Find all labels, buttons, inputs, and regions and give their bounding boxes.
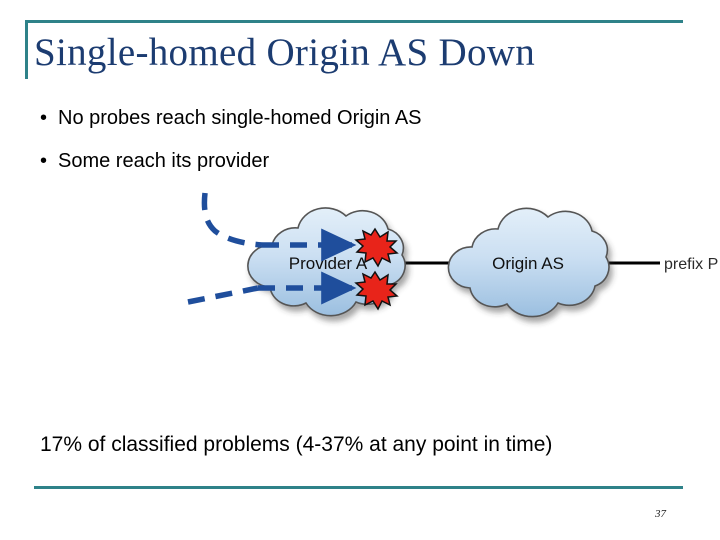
- accent-rule-left: [25, 20, 28, 79]
- bullet-list: •No probes reach single-homed Origin AS …: [40, 106, 680, 192]
- prefix-label: prefix P: [664, 256, 718, 273]
- bullet-marker-icon: •: [40, 107, 48, 129]
- cloud-label-origin-as: Origin AS: [492, 254, 564, 273]
- failure-burst-lower: [354, 270, 399, 311]
- bullet-marker-icon: •: [40, 150, 48, 172]
- probe-path-upper: [201, 192, 357, 262]
- cloud-origin-as: [447, 207, 610, 318]
- failure-burst-upper: [354, 227, 399, 268]
- probe-path-lower: [187, 271, 357, 305]
- page-number: 37: [655, 508, 666, 520]
- cloud-label-provider-a: Provider A: [289, 254, 368, 273]
- bullet-text: No probes reach single-homed Origin AS: [58, 107, 422, 129]
- list-item: • Some reach its provider: [40, 149, 680, 173]
- bullet-text: Some reach its provider: [58, 150, 270, 172]
- summary-statistic: 17% of classified problems (4-37% at any…: [40, 433, 553, 456]
- list-item: • No probes reach single-homed Origin AS: [40, 106, 680, 130]
- accent-rule-bottom: [34, 486, 683, 489]
- network-diagram: Provider A Origin AS: [0, 185, 720, 335]
- accent-rule-top: [25, 20, 683, 23]
- page-title: Single-homed Origin AS Down: [34, 31, 536, 74]
